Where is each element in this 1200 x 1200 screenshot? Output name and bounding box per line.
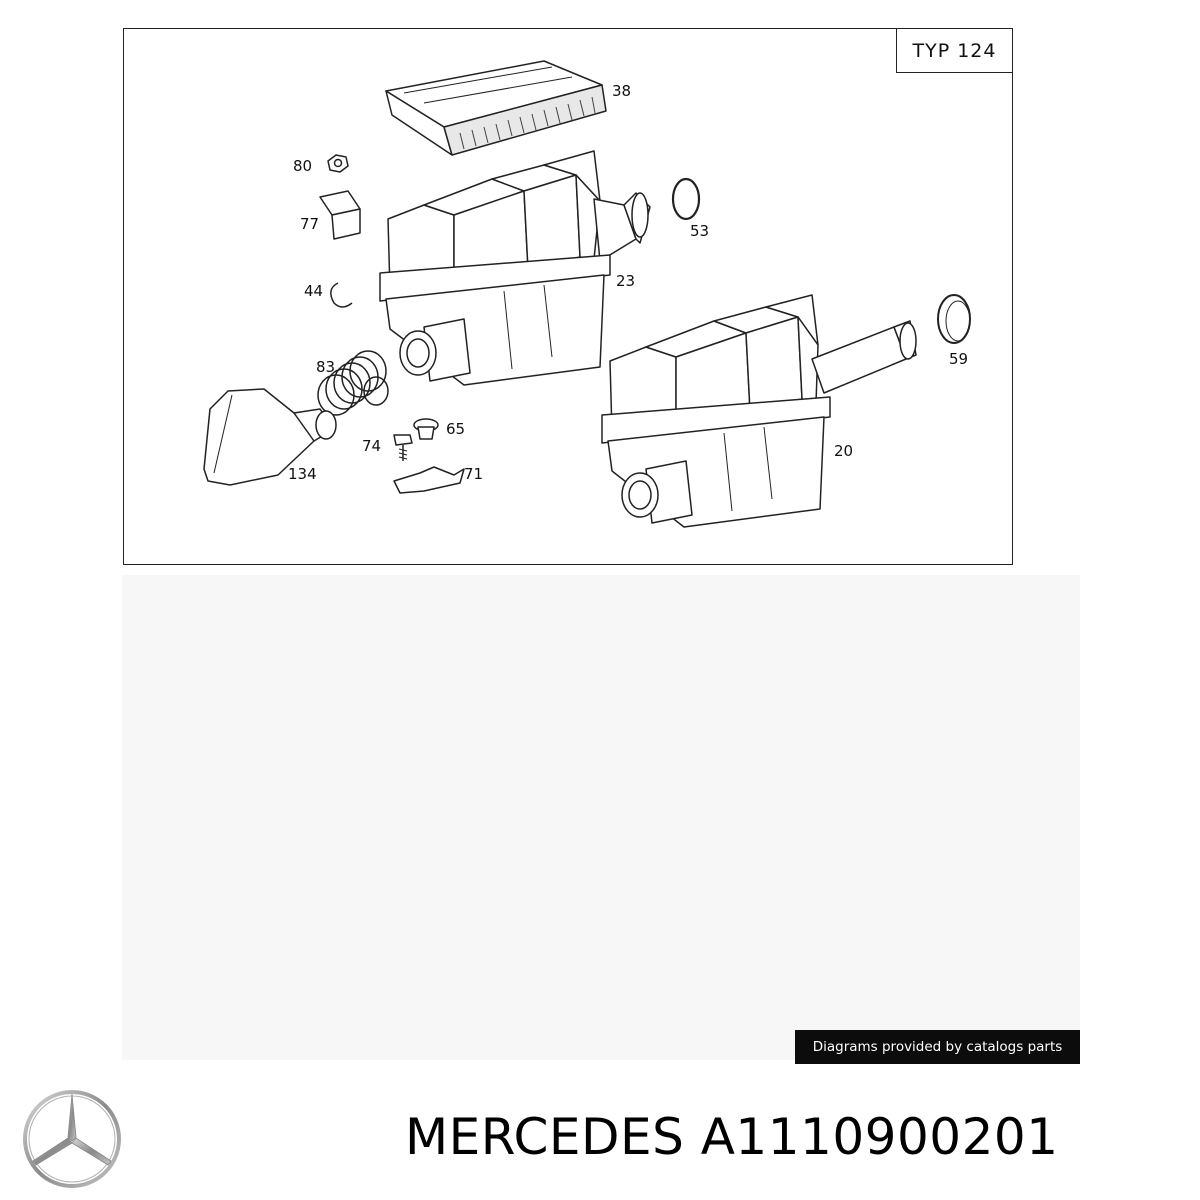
seal-ring <box>671 177 701 221</box>
background-panel <box>122 575 1080 1060</box>
mercedes-star-icon <box>23 1090 121 1188</box>
callout-label: 77 <box>300 215 320 233</box>
callout-label: 59 <box>949 350 969 368</box>
callout-label: 38 <box>612 82 632 100</box>
callout-label: 23 <box>616 272 636 290</box>
parts-diagram: TYP 124 38 80 77 53 23 44 59 83 65 74 13… <box>123 28 1013 565</box>
part-title: MERCEDES A1110900201 <box>405 1108 1059 1166</box>
callout-label: 44 <box>304 282 324 300</box>
variant-label: TYP 124 <box>896 29 1012 73</box>
diagram-drawing <box>203 60 971 528</box>
intake-duct <box>203 388 337 486</box>
air-filter-housing-upper <box>379 150 651 386</box>
grommet-part <box>413 418 439 440</box>
callout-label: 20 <box>834 442 854 460</box>
clip-part <box>330 282 353 308</box>
nut-part <box>327 154 349 173</box>
intake-hose <box>317 350 389 416</box>
callout-label: 65 <box>446 420 466 438</box>
mount-bracket <box>393 466 465 494</box>
hose-clamp <box>937 294 971 344</box>
screw-part <box>393 434 413 461</box>
watermark-banner: Diagrams provided by catalogs parts <box>795 1030 1080 1064</box>
callout-label: 71 <box>464 465 484 483</box>
callout-label: 80 <box>293 157 313 175</box>
air-filter-housing-lower <box>601 294 917 528</box>
callout-label: 134 <box>288 465 317 483</box>
bracket-part <box>319 190 361 240</box>
callout-label: 53 <box>690 222 710 240</box>
air-filter-element <box>385 60 607 156</box>
callout-label: 74 <box>362 437 382 455</box>
callout-label: 83 <box>316 358 336 376</box>
